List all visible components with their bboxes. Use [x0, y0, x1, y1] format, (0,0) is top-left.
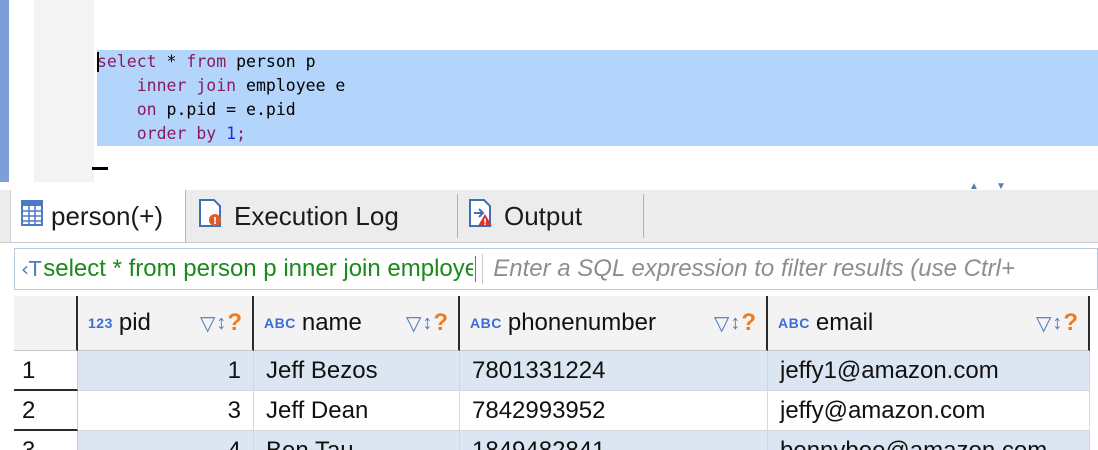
restore-down-icon[interactable]: ▼ — [996, 181, 1006, 192]
code-line[interactable]: select * from person p — [97, 50, 316, 74]
row-number-header — [14, 296, 78, 351]
column-help-icon[interactable]: ? — [433, 309, 448, 336]
panel-splitter[interactable]: ▲ ▼ — [0, 181, 1098, 192]
sql-number: 1 — [226, 124, 237, 143]
results-grid[interactable]: 123 pid ▽↕? ABC name ▽↕? ABC phonenumber… — [14, 296, 1098, 450]
cell-email[interactable]: bennybee@amazon.com — [768, 431, 1090, 450]
tab-separator — [457, 194, 458, 238]
column-sort-icon[interactable]: ↕ — [1052, 311, 1063, 334]
cell-pid[interactable]: 4 — [78, 431, 254, 450]
column-filter-icon[interactable]: ▽ — [405, 312, 422, 335]
result-tab-bar: person(+) ! Execution Log ! Output — [0, 190, 1098, 243]
sql-text: employee e — [236, 76, 346, 95]
editor-left-strip — [0, 0, 9, 182]
column-name: pid — [118, 309, 151, 336]
sql-text — [216, 124, 226, 143]
sql-keyword: ; — [236, 124, 247, 143]
column-header-name[interactable]: ABC name ▽↕? — [254, 296, 460, 351]
sql-keyword: on — [136, 100, 157, 119]
cell-phonenumber[interactable]: 1849482841 — [460, 431, 768, 450]
tab-separator — [643, 194, 644, 238]
result-filter-bar[interactable]: ‹T select * from person p inner join emp… — [14, 248, 1098, 290]
column-help-icon[interactable]: ? — [227, 309, 242, 336]
tab-person-label: person(+) — [51, 200, 163, 231]
column-filter-icon[interactable]: ▽ — [1035, 312, 1052, 335]
maximize-up-icon[interactable]: ▲ — [969, 181, 979, 192]
cell-phonenumber[interactable]: 7801331224 — [460, 351, 768, 391]
sql-text — [97, 76, 137, 95]
sql-keyword: order by — [136, 124, 217, 143]
log-icon: ! — [196, 198, 226, 235]
cell-email[interactable]: jeffy1@amazon.com — [768, 351, 1090, 391]
sql-text — [97, 124, 137, 143]
cell-name[interactable]: Ben Tau — [254, 431, 460, 450]
cell-pid[interactable]: 3 — [78, 391, 254, 431]
svg-text:!: ! — [483, 218, 487, 228]
row-number[interactable]: 2 — [14, 391, 78, 431]
column-filter-icon[interactable]: ▽ — [199, 312, 216, 335]
text-type-icon: ABC — [470, 315, 502, 331]
column-help-icon[interactable]: ? — [741, 309, 756, 336]
sql-text: p.pid = e.pid — [156, 100, 296, 119]
row-number[interactable]: 3 — [14, 431, 78, 450]
sql-editor[interactable]: select * from person p inner join employ… — [0, 0, 1098, 182]
sql-text — [97, 100, 137, 119]
column-name: name — [301, 309, 362, 336]
output-icon: ! — [466, 198, 496, 235]
sql-text: person p — [226, 52, 316, 71]
cell-phonenumber[interactable]: 7842993952 — [460, 391, 768, 431]
sql-filter-icon[interactable]: ‹T — [21, 257, 42, 281]
filter-text-caret — [475, 256, 477, 282]
tab-execution-log[interactable]: ! Execution Log — [196, 190, 458, 242]
column-sort-icon[interactable]: ↕ — [216, 311, 227, 334]
column-name: phonenumber — [507, 309, 656, 336]
column-sort-icon[interactable]: ↕ — [422, 311, 433, 334]
row-number[interactable]: 1 — [14, 351, 78, 391]
column-sort-icon[interactable]: ↕ — [730, 311, 741, 334]
column-header-email[interactable]: ABC email ▽↕? — [768, 296, 1090, 351]
code-line[interactable]: inner join employee e — [97, 74, 346, 98]
filter-input[interactable]: Enter a SQL expression to filter results… — [493, 255, 1015, 282]
filter-query-text[interactable]: select * from person p inner join employ… — [43, 255, 473, 282]
sql-keyword: from — [186, 52, 227, 71]
grid-icon — [21, 199, 43, 233]
cell-name[interactable]: Jeff Dean — [254, 391, 460, 431]
tab-output[interactable]: ! Output — [466, 190, 644, 242]
filter-divider — [482, 254, 484, 284]
editor-gutter — [34, 0, 108, 182]
code-line[interactable]: on p.pid = e.pid — [97, 98, 296, 122]
cell-pid[interactable]: 1 — [78, 351, 254, 391]
current-line-marker — [92, 167, 108, 170]
column-name: email — [815, 309, 874, 336]
sql-keyword: inner join — [136, 76, 237, 95]
tab-execution-log-label: Execution Log — [234, 200, 399, 231]
numeric-type-icon: 123 — [88, 315, 113, 331]
tab-person[interactable]: person(+) — [10, 190, 186, 242]
text-cursor — [97, 52, 99, 72]
column-help-icon[interactable]: ? — [1063, 309, 1078, 336]
cell-name[interactable]: Jeff Bezos — [254, 351, 460, 391]
code-line[interactable]: order by 1; — [97, 122, 246, 146]
column-header-phonenumber[interactable]: ABC phonenumber ▽↕? — [460, 296, 768, 351]
tab-output-label: Output — [504, 200, 583, 231]
text-type-icon: ABC — [264, 315, 296, 331]
column-filter-icon[interactable]: ▽ — [713, 312, 730, 335]
sql-text: * — [156, 52, 187, 71]
table-row[interactable]: 4Ben Tau1849482841bennybee@amazon.com — [78, 431, 1090, 450]
editor-ruler — [9, 0, 34, 182]
svg-text:!: ! — [213, 216, 218, 227]
cell-email[interactable]: jeffy@amazon.com — [768, 391, 1090, 431]
text-type-icon: ABC — [778, 315, 810, 331]
sql-keyword: select — [97, 52, 157, 71]
column-header-pid[interactable]: 123 pid ▽↕? — [78, 296, 254, 351]
selected-sql-block[interactable]: select * from person p inner join employ… — [97, 50, 1098, 146]
